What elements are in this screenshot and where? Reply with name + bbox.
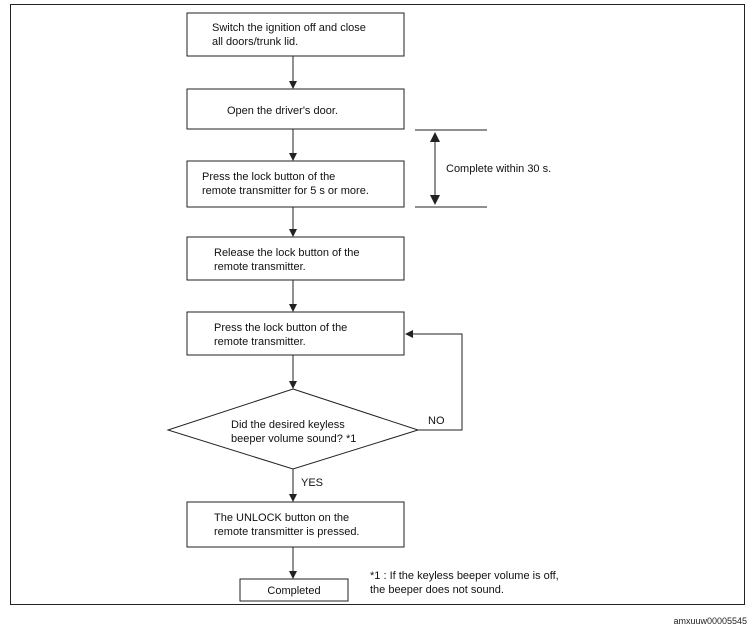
step-5-box: Press the lock button of the remote tran…	[186, 311, 405, 356]
timing-note: Complete within 30 s.	[446, 163, 551, 175]
step-5-line-2: remote transmitter.	[214, 336, 306, 348]
step-2-box: Open the driver's door.	[186, 88, 405, 130]
step-1-box: Switch the ignition off and close all do…	[186, 12, 405, 57]
step-2-line-1: Open the driver's door.	[227, 105, 338, 117]
decision-line-2: beeper volume sound? *1	[231, 433, 356, 445]
step-4-box: Release the lock button of the remote tr…	[186, 236, 405, 281]
no-label: NO	[428, 415, 445, 427]
step-1-line-1: Switch the ignition off and close	[212, 22, 366, 34]
decision-diamond: Did the desired keyless beeper volume so…	[166, 388, 420, 470]
diagram-frame	[10, 4, 745, 605]
step-4-line-2: remote transmitter.	[214, 261, 306, 273]
timing-bracket: Complete within 30 s.	[415, 129, 551, 208]
yes-label: YES	[301, 477, 323, 489]
step-1-line-2: all doors/trunk lid.	[212, 36, 298, 48]
step-3-line-1: Press the lock button of the	[202, 171, 335, 183]
step-3-box: Press the lock button of the remote tran…	[186, 160, 405, 208]
no-loop-arrow	[405, 330, 463, 431]
step-5-line-1: Press the lock button of the	[214, 322, 347, 334]
step-3-line-2: remote transmitter for 5 s or more.	[202, 185, 369, 197]
footnote-line-2: the beeper does not sound.	[370, 584, 504, 596]
step-6-box: The UNLOCK button on the remote transmit…	[186, 501, 405, 548]
decision-line-1: Did the desired keyless	[231, 419, 345, 431]
completed-box: Completed	[239, 578, 349, 602]
completed-label: Completed	[267, 585, 320, 597]
step-4-line-1: Release the lock button of the	[214, 247, 360, 259]
step-6-line-2: remote transmitter is pressed.	[214, 526, 360, 538]
step-6-line-1: The UNLOCK button on the	[214, 512, 349, 524]
footnote-line-1: *1 : If the keyless beeper volume is off…	[370, 570, 559, 582]
image-id-label: amxuuw00005545	[673, 616, 747, 626]
